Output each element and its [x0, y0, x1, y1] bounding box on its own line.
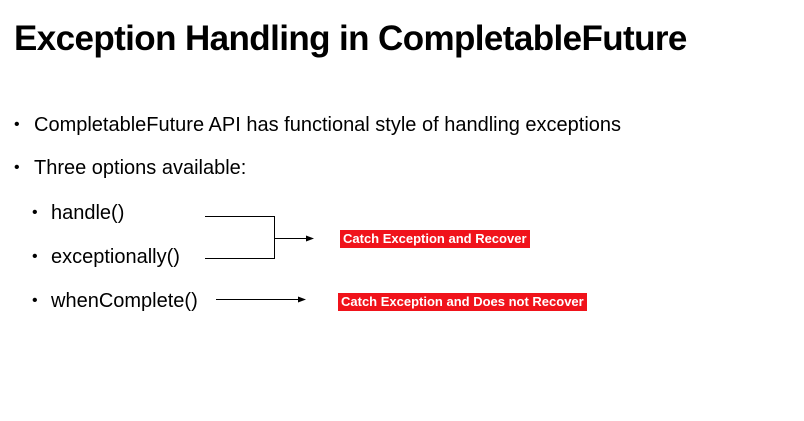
label-catch-and-recover: Catch Exception and Recover	[340, 230, 530, 248]
bullet-marker: •	[32, 204, 38, 221]
no-recover-arrowhead	[298, 296, 306, 303]
bullet-text: Three options available:	[34, 157, 247, 179]
bullet-marker: •	[14, 159, 20, 176]
sub-bullet-text: exceptionally()	[51, 246, 180, 268]
bullet-marker: •	[14, 116, 20, 133]
bullet-marker: •	[32, 292, 38, 309]
recover-arrowhead	[306, 235, 314, 242]
bullet-text: CompletableFuture API has functional sty…	[34, 114, 622, 136]
slide-title: Exception Handling in CompletableFuture	[14, 19, 687, 58]
label-catch-and-not-recover: Catch Exception and Does not Recover	[338, 293, 587, 311]
bullet-marker: •	[32, 248, 38, 265]
sub-bullet-text: handle()	[51, 202, 125, 224]
sub-bullet-text: whenComplete()	[51, 290, 198, 312]
